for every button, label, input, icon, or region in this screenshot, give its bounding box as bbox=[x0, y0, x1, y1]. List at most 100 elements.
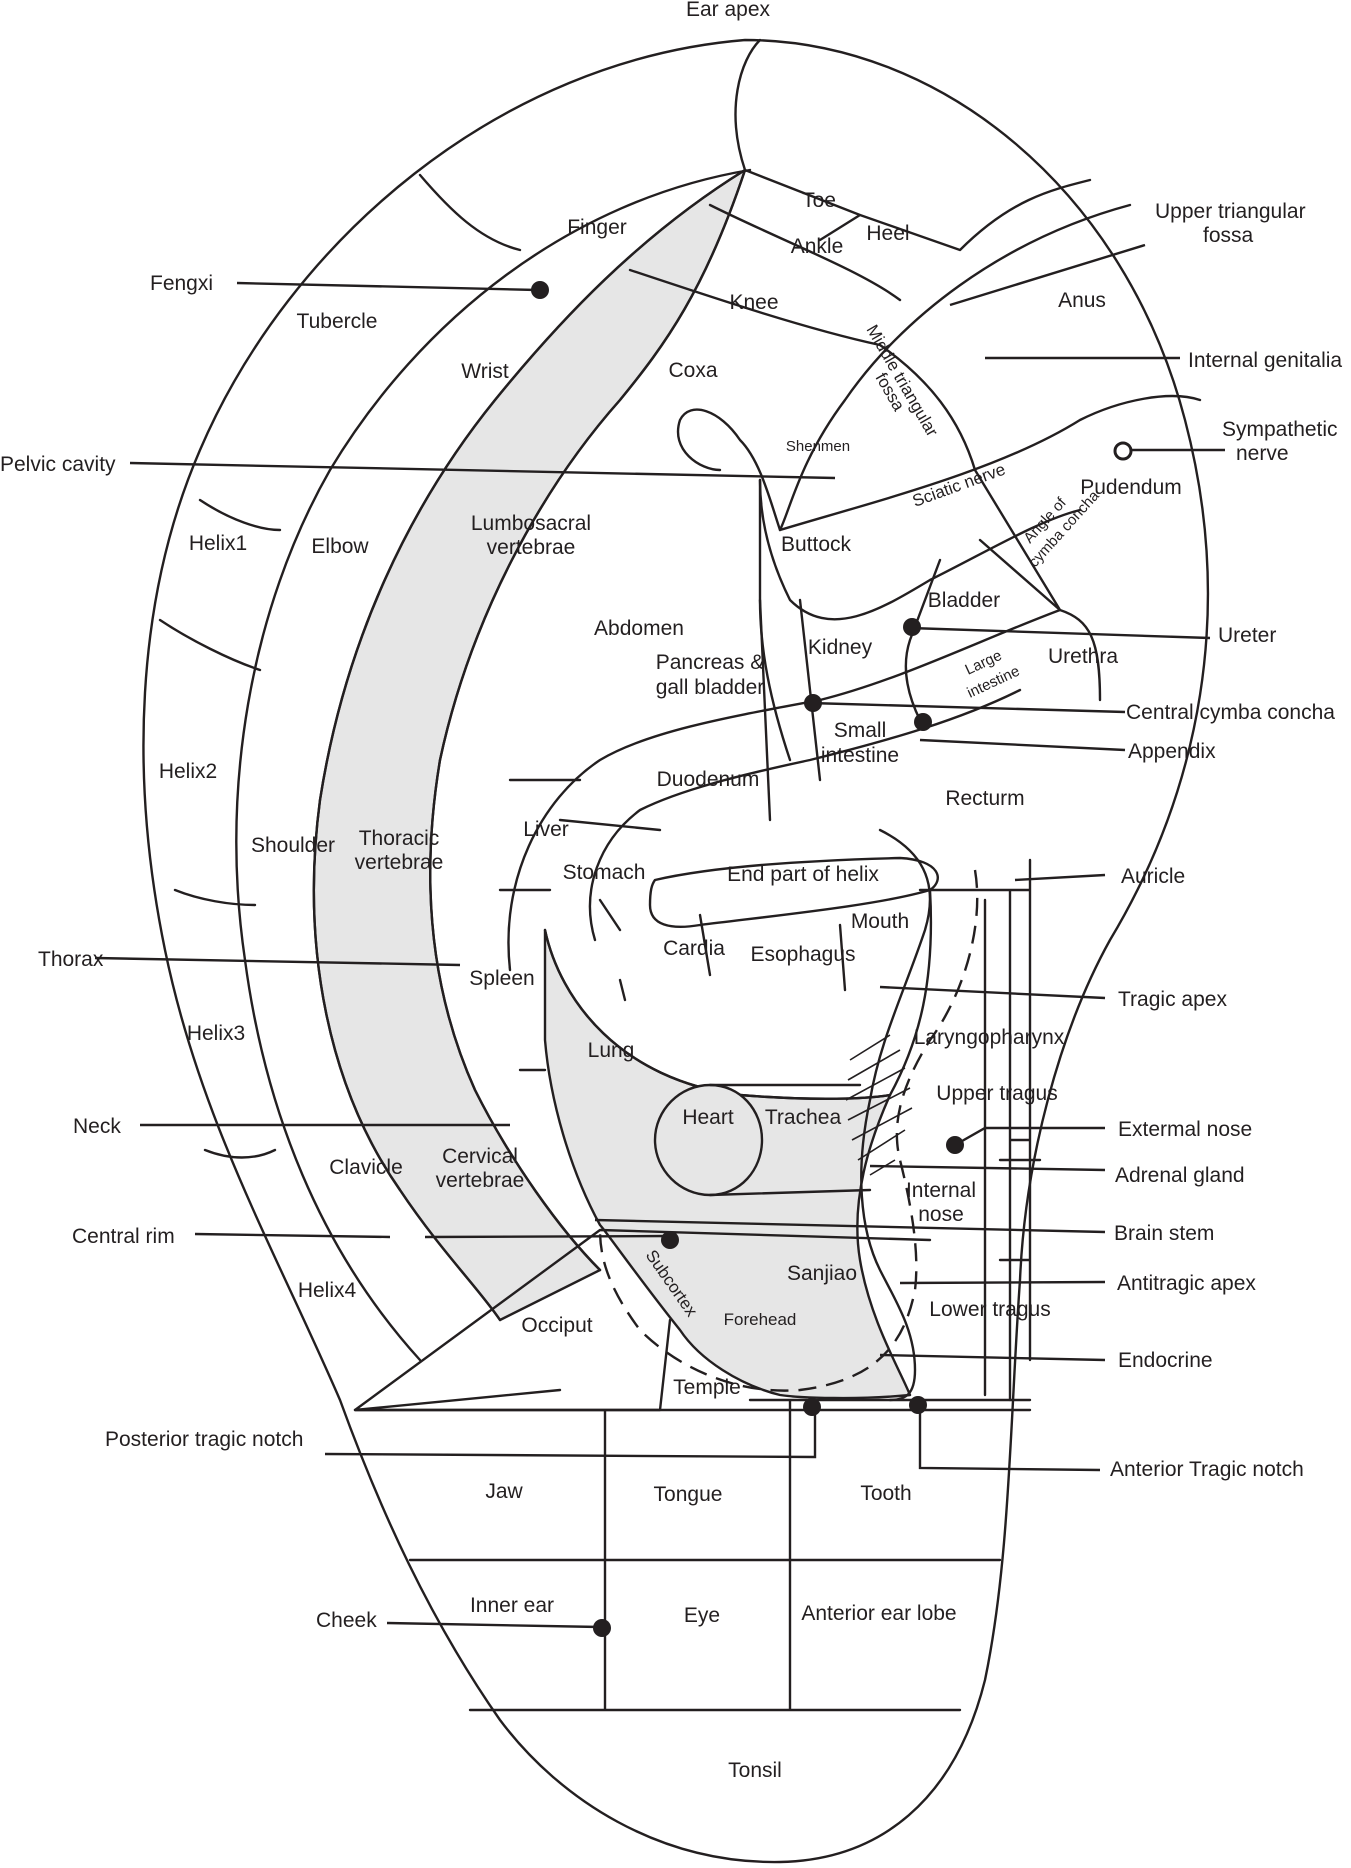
label-small-intestine: Small bbox=[834, 719, 887, 742]
tragus-outline bbox=[860, 828, 932, 1402]
label-eye: Eye bbox=[684, 1604, 720, 1627]
label-buttock: Buttock bbox=[781, 533, 852, 556]
callout-tragic-apex: Tragic apex bbox=[1118, 988, 1227, 1011]
label-knee: Knee bbox=[729, 291, 778, 314]
label-ear-apex: Ear apex bbox=[686, 0, 771, 21]
helix-crus-upper bbox=[507, 608, 1062, 972]
trachea-lines bbox=[708, 1083, 872, 1197]
callout-cheek: Cheek bbox=[316, 1609, 377, 1632]
callout-internal-genitalia: Internal genitalia bbox=[1188, 349, 1342, 372]
concha-divisions bbox=[498, 598, 847, 1072]
label-helix3: Helix3 bbox=[187, 1022, 245, 1045]
label-coxa: Coxa bbox=[668, 359, 717, 382]
triangular-fossa-lines bbox=[418, 38, 1092, 472]
label-thoracic-vertebrae: vertebrae bbox=[355, 851, 444, 874]
brain-stem-point bbox=[661, 1231, 679, 1249]
laryngopharynx-hatch bbox=[845, 1034, 913, 1176]
fengxi-point bbox=[531, 281, 549, 299]
label-bladder: Bladder bbox=[928, 589, 1000, 612]
label-urethra: Urethra bbox=[1048, 645, 1118, 668]
central-cymba-concha-point bbox=[804, 694, 822, 712]
callout-adrenal-gland: Adrenal gland bbox=[1115, 1164, 1245, 1187]
label-helix4: Helix4 bbox=[298, 1279, 357, 1302]
label-cardia: Cardia bbox=[663, 937, 725, 960]
label-cervical: Cervical bbox=[442, 1145, 518, 1168]
label-abdomen: Abdomen bbox=[594, 617, 684, 640]
label-occiput: Occiput bbox=[521, 1314, 592, 1337]
label-tooth: Tooth bbox=[860, 1482, 911, 1505]
callout-anterior-tragic-notch: Anterior Tragic notch bbox=[1110, 1458, 1304, 1481]
label-thoracic: Thoracic bbox=[359, 827, 440, 850]
callout-extermal-nose: Extermal nose bbox=[1118, 1118, 1252, 1141]
appendix-point bbox=[914, 713, 932, 731]
label-ankle: Ankle bbox=[791, 235, 844, 258]
label-internal-nose: Internal bbox=[906, 1179, 976, 1202]
label-heart: Heart bbox=[682, 1106, 734, 1129]
label-heel: Heel bbox=[866, 222, 909, 245]
helix-divisions bbox=[158, 498, 282, 1159]
label-recturm: Recturm bbox=[945, 787, 1024, 810]
label-tongue: Tongue bbox=[654, 1483, 723, 1506]
callout-neck: Neck bbox=[73, 1115, 121, 1138]
antihelix-outer bbox=[312, 168, 747, 1322]
extermal-nose-point bbox=[946, 1136, 964, 1154]
label-small-intestine-2: intestine bbox=[821, 744, 899, 767]
lobe-grid bbox=[353, 1398, 1032, 1712]
inferior-crus bbox=[758, 394, 1202, 621]
label-tonsil: Tonsil bbox=[728, 1759, 782, 1782]
label-liver: Liver bbox=[523, 818, 569, 841]
callout-sympathetic: Sympathetic bbox=[1222, 418, 1338, 441]
callout-central-cymba-concha: Central cymba concha bbox=[1126, 701, 1335, 724]
label-kidney: Kidney bbox=[808, 636, 873, 659]
label-lower-tragus: Lower tragus bbox=[929, 1298, 1050, 1321]
callout-antitragic-apex: Antitragic apex bbox=[1117, 1272, 1256, 1295]
antihelix-inner bbox=[428, 168, 747, 1272]
callout-brain-stem: Brain stem bbox=[1114, 1222, 1214, 1245]
callout-auricle: Auricle bbox=[1121, 865, 1185, 888]
callout-ureter: Ureter bbox=[1218, 624, 1276, 647]
label-cervical-vertebrae: vertebrae bbox=[436, 1169, 525, 1192]
label-upper-tragus: Upper tragus bbox=[936, 1082, 1057, 1105]
label-pudendum: Pudendum bbox=[1080, 476, 1182, 499]
label-mouth: Mouth bbox=[851, 910, 909, 933]
label-jaw: Jaw bbox=[485, 1480, 523, 1503]
label-inner-ear: Inner ear bbox=[470, 1594, 554, 1617]
label-esophagus: Esophagus bbox=[750, 943, 855, 966]
label-finger: Finger bbox=[567, 216, 627, 239]
label-gall-bladder: gall bladder bbox=[656, 676, 765, 699]
callout-fengxi: Fengxi bbox=[150, 272, 213, 295]
callout-thorax: Thorax bbox=[38, 948, 104, 971]
helix-inner-rim bbox=[235, 168, 752, 1362]
label-lung: Lung bbox=[588, 1039, 635, 1062]
label-shoulder: Shoulder bbox=[251, 834, 335, 857]
label-sanjiao: Sanjiao bbox=[787, 1262, 857, 1285]
label-helix2: Helix2 bbox=[159, 760, 217, 783]
label-duodenum: Duodenum bbox=[657, 768, 760, 791]
label-wrist: Wrist bbox=[461, 360, 509, 383]
label-trachea: Trachea bbox=[765, 1106, 842, 1129]
ear-outline bbox=[142, 38, 1210, 1864]
label-elbow: Elbow bbox=[311, 535, 369, 558]
end-part-of-helix-loop bbox=[648, 856, 939, 928]
label-helix1: Helix1 bbox=[189, 532, 247, 555]
label-tubercle: Tubercle bbox=[297, 310, 378, 333]
callout-appendix: Appendix bbox=[1128, 740, 1216, 763]
label-anterior-ear-lobe: Anterior ear lobe bbox=[801, 1602, 956, 1625]
label-sciatic-nerve: Sciatic nerve bbox=[910, 460, 1008, 511]
heart-circle bbox=[653, 1083, 764, 1197]
label-shenmen: Shenmen bbox=[786, 438, 850, 455]
posterior-tragic-notch-point bbox=[803, 1398, 821, 1416]
leader-lines bbox=[94, 243, 1225, 1629]
callout-central-rim: Central rim bbox=[72, 1225, 175, 1248]
label-pancreas: Pancreas & bbox=[656, 651, 765, 674]
label-laryngopharynx: Laryngopharynx bbox=[914, 1026, 1065, 1049]
sympathetic-nerve-point bbox=[1113, 441, 1133, 461]
ureter-point bbox=[903, 618, 921, 636]
label-toe: Toe bbox=[802, 189, 836, 212]
label-lumbosacral: Lumbosacral bbox=[471, 512, 591, 535]
callout-upper-triangular: Upper triangular bbox=[1155, 200, 1306, 223]
label-forehead: Forehead bbox=[724, 1310, 797, 1329]
label-lumbosacral-vertebrae: vertebrae bbox=[487, 536, 576, 559]
